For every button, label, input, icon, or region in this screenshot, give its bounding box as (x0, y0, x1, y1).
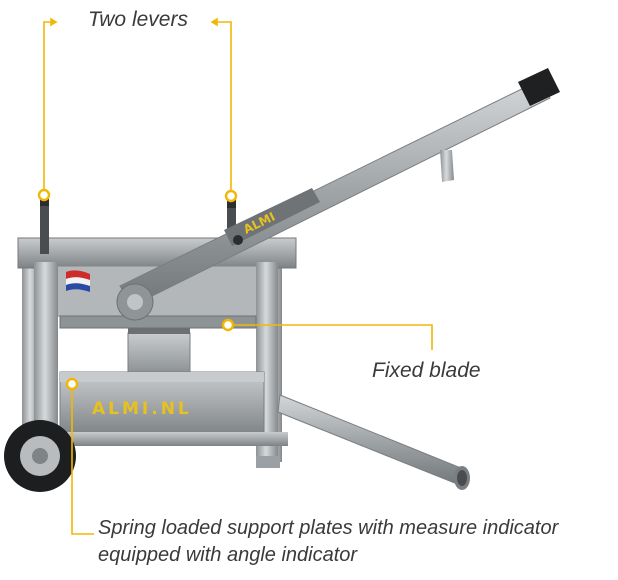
lever-right-marker (224, 189, 238, 203)
callout-dots (37, 188, 238, 391)
callout-line-lever-right (212, 21, 232, 192)
wheel-icon (4, 420, 76, 492)
support-plate: ALMI.NL (59, 371, 265, 437)
callout-fixed-blade: Fixed blade (372, 359, 481, 382)
base (30, 394, 470, 490)
callout-line-lever-left (43, 21, 56, 190)
blade-marker (221, 318, 235, 332)
callout-support-plates: Spring loaded support plates with measur… (98, 515, 558, 569)
callout-support-plates-line2: equipped with angle indicator (98, 544, 358, 566)
callout-lines (43, 17, 433, 535)
lever-left-marker (37, 188, 51, 202)
handle: ALMI (116, 68, 560, 321)
callout-line-blade (230, 324, 433, 350)
callout-line-spring (71, 385, 94, 535)
logo-large: ALMI.NL (92, 399, 192, 419)
flag-icon (66, 270, 90, 292)
callout-two-levers: Two levers (88, 8, 188, 31)
callout-support-plates-line1: Spring loaded support plates with measur… (98, 517, 559, 539)
spring-marker (65, 377, 79, 391)
